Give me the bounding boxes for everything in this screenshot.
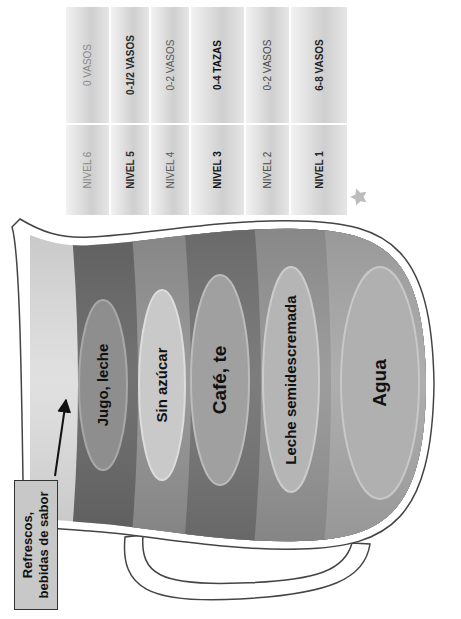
drink-label: Agua (369, 359, 391, 407)
level-band: NIVEL 40-2 VASOS (150, 7, 190, 215)
oval-fill (139, 290, 185, 480)
drink-label: Café, te (209, 346, 231, 415)
drink-oval: Agua (341, 267, 419, 499)
callout-text: Refrescos, bebidas de sabor (20, 487, 52, 603)
drink-oval: Café, te (191, 275, 249, 485)
level-band: NIVEL 20-2 VASOS (245, 7, 290, 215)
level-text: NIVEL 4 (151, 125, 189, 215)
callout-arrow (55, 400, 66, 476)
oval-fill (191, 275, 249, 485)
drink-label: Sin azúcar (153, 347, 170, 422)
level-band: NIVEL 16-8 VASOS (290, 7, 348, 215)
level-band: NIVEL 30-4 TAZAS (190, 7, 245, 215)
drink-oval: Jugo, leche (79, 300, 127, 470)
callout-box: Refrescos, bebidas de sabor (14, 480, 58, 610)
level-text: NIVEL 1 (291, 125, 347, 215)
level-text: 0-2 VASOS (246, 7, 289, 125)
oval-fill (341, 267, 419, 499)
level-text: 0-2 VASOS (151, 7, 189, 125)
level-text: NIVEL 2 (246, 125, 289, 215)
level-text: 6-8 VASOS (291, 7, 347, 125)
star-symbol (350, 188, 366, 205)
oval-fill (79, 300, 127, 470)
level-text: NIVEL 6 (66, 125, 109, 215)
level-text: NIVEL 3 (191, 125, 244, 215)
drink-oval: Sin azúcar (139, 290, 185, 480)
drink-label: Leche semidescremada (282, 295, 299, 464)
level-band: NIVEL 50-1/2 VASOS (110, 7, 150, 215)
level-text: NIVEL 5 (111, 125, 149, 215)
level-text: 0-1/2 VASOS (111, 7, 149, 125)
level-text: 0-4 TAZAS (191, 7, 244, 125)
drink-oval: Leche semidescremada (263, 268, 319, 493)
level-band: NIVEL 60 VASOS (65, 7, 110, 215)
level-text: 0 VASOS (66, 7, 109, 125)
oval-fill (263, 268, 319, 493)
drink-label: Jugo, leche (94, 344, 111, 427)
